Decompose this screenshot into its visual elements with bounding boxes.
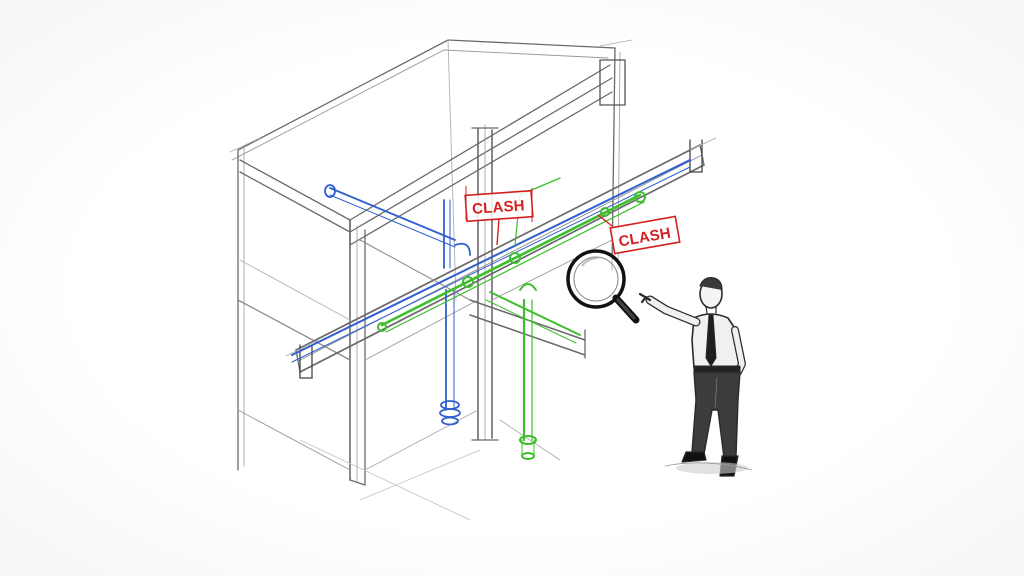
blue-pipe-system — [291, 159, 691, 426]
clash-marker-2: CLASH — [597, 214, 681, 255]
blue-pipe-end-cap — [324, 184, 336, 198]
person-trousers — [691, 371, 741, 459]
clash-marker-1: CLASH — [464, 186, 534, 246]
clash-label-1: CLASH — [472, 197, 526, 218]
pointing-hand — [638, 292, 652, 304]
building-structure — [229, 39, 717, 521]
magnifying-glass-icon — [566, 249, 640, 324]
green-pipe-system — [377, 177, 646, 460]
clash-label-box — [609, 215, 681, 255]
engineer-figure — [638, 277, 753, 477]
person-tie — [705, 314, 717, 367]
